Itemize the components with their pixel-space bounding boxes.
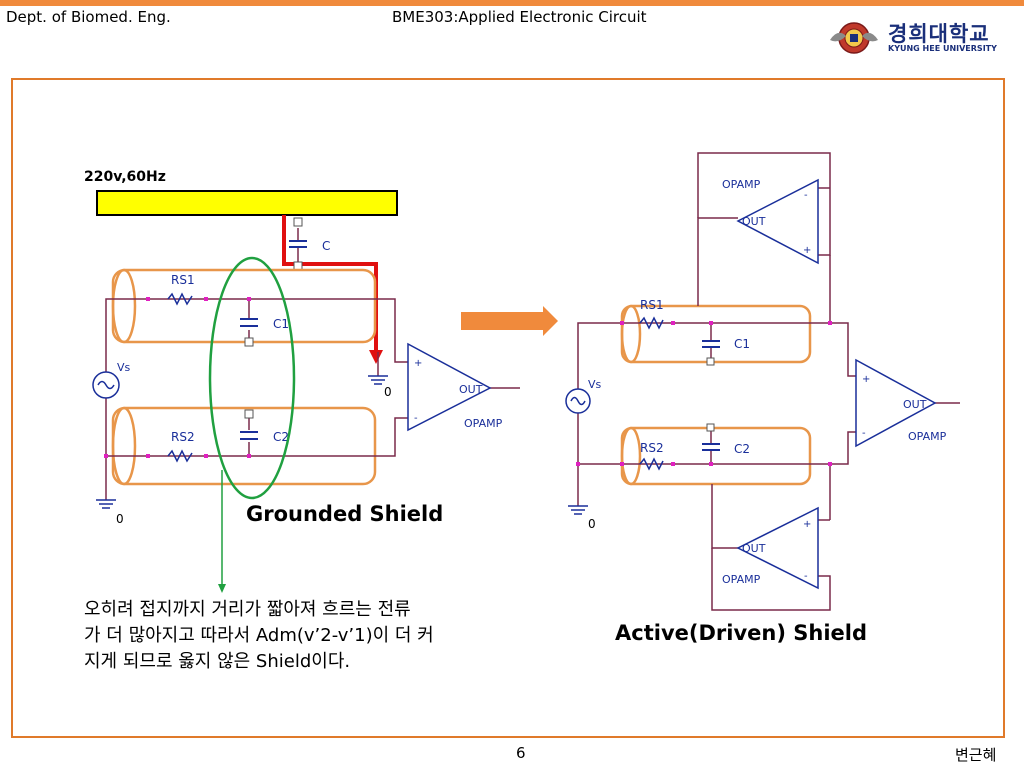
vs-driven-label: Vs (588, 378, 602, 391)
capacitor-c1-driven (702, 340, 720, 348)
main-opamp-name: OPAMP (908, 430, 947, 443)
top-buffer-opamp (736, 178, 819, 265)
power-line-bar (96, 190, 398, 216)
svg-text:+: + (803, 519, 811, 530)
c2-label: C2 (273, 430, 289, 444)
c1-driven-label: C1 (734, 337, 750, 351)
cap-c-label: C (322, 239, 330, 253)
c2-driven-label: C2 (734, 442, 750, 456)
course-title: BME303:Applied Electronic Circuit (392, 8, 647, 26)
resistor-rs1-driven (639, 316, 664, 330)
svg-text:+: + (803, 245, 811, 256)
logo-english-name: KYUNG HEE UNIVERSITY (888, 44, 997, 53)
opamp-symbol (407, 342, 492, 432)
grounded-shield-diagram: 220v,60Hz C (84, 169, 520, 593)
ground-driven-label: 0 (588, 517, 596, 531)
c1-label: C1 (273, 317, 289, 331)
bottom-opamp-out: OUT (742, 542, 766, 555)
logo-korean-name: 경희대학교 (888, 22, 990, 46)
main-opamp-driven (855, 358, 937, 448)
coupling-capacitor: C (289, 217, 330, 271)
wire-nodes-driven (576, 321, 832, 466)
top-opamp-out: OUT (742, 215, 766, 228)
opamp-out-label: OUT (459, 383, 483, 396)
highlight-ellipse (208, 256, 296, 500)
author-name: 변근혜 (955, 746, 997, 764)
explanation-note: 오히려 접지까지 거리가 짧아져 흐르는 전류 가 더 많아지고 따라서 Adm… (84, 597, 524, 675)
top-accent-bar (0, 0, 1024, 6)
note-line-2: 가 더 많아지고 따라서 Adm(v’2-v’1)이 더 커 (84, 625, 434, 646)
lower-shield-cable (111, 406, 377, 486)
top-opamp-name: OPAMP (722, 178, 761, 191)
note-line-1: 오히려 접지까지 거리가 짧아져 흐르는 전류 (84, 599, 411, 620)
page-number: 6 (516, 744, 526, 762)
content-frame (11, 78, 1005, 738)
ground-mid-label: 0 (384, 385, 392, 399)
svg-text:-: - (804, 190, 808, 201)
svg-text:-: - (414, 413, 418, 424)
resistor-rs2 (167, 449, 193, 463)
capacitor-c1 (240, 318, 258, 327)
ground-symbol-icon (96, 375, 388, 509)
grounded-shield-caption: Grounded Shield (246, 502, 444, 526)
wire-nodes (104, 297, 251, 458)
ground-driven-icon (568, 505, 588, 515)
transition-arrow-icon (461, 306, 558, 336)
opamp-name-label: OPAMP (464, 417, 503, 430)
main-opamp-out: OUT (903, 398, 927, 411)
power-line-label: 220v,60Hz (84, 169, 166, 185)
note-line-3: 지게 되므로 옳지 않은 Shield이다. (84, 651, 351, 672)
lower-shield-cable-driven (620, 426, 812, 486)
svg-text:+: + (862, 374, 870, 385)
svg-text:+: + (414, 358, 422, 369)
svg-text:-: - (862, 428, 866, 439)
rs2-driven-label: RS2 (640, 441, 664, 455)
rs2-label: RS2 (171, 430, 195, 444)
active-shield-diagram: OPAMP OUT - + RS1 RS2 C1 C2 Vs (565, 152, 960, 611)
leakage-arrow-icon (369, 350, 383, 364)
department-label: Dept. of Biomed. Eng. (6, 8, 171, 26)
bottom-buffer-opamp (736, 506, 819, 590)
active-shield-caption: Active(Driven) Shield (615, 621, 867, 645)
resistor-rs2-driven (639, 457, 664, 471)
upper-shield-cable (111, 268, 377, 344)
university-logo: 경희대학교 KYUNG HEE UNIVERSITY (826, 14, 1016, 60)
rs1-driven-label: RS1 (640, 298, 664, 312)
capacitor-c2 (240, 431, 258, 440)
pointer-arrow-icon (218, 584, 226, 593)
svg-text:-: - (804, 571, 808, 582)
vs-label: Vs (117, 361, 131, 374)
capacitor-c2-driven (702, 443, 720, 451)
resistor-rs1 (167, 292, 193, 306)
university-emblem-icon (830, 22, 878, 54)
ground-left-label: 0 (116, 512, 124, 526)
rs1-label: RS1 (171, 273, 195, 287)
bottom-opamp-name: OPAMP (722, 573, 761, 586)
upper-shield-cable-driven (620, 304, 812, 364)
